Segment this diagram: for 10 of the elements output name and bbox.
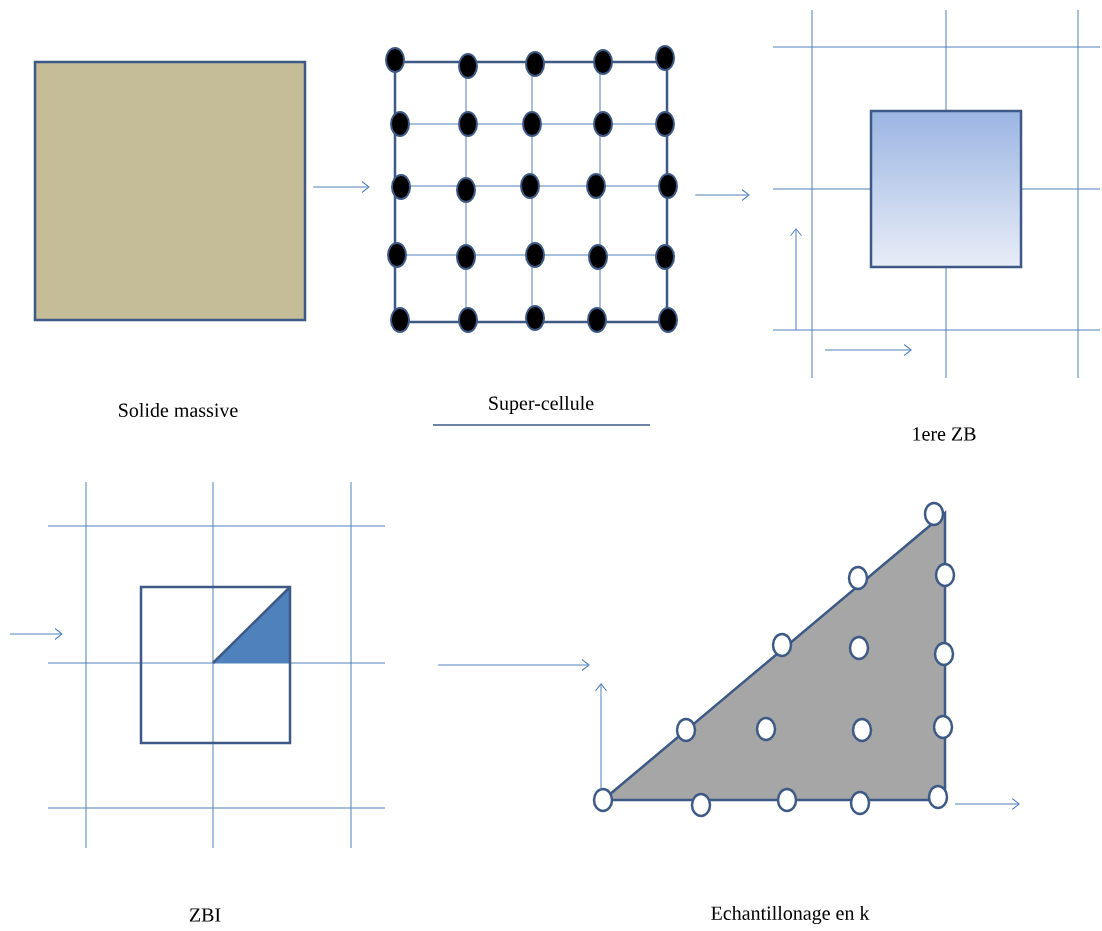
node-label: ZBI <box>189 908 221 922</box>
arrow <box>9 628 63 640</box>
solid-square <box>33 60 307 322</box>
node-label: 1ere ZB <box>913 427 976 441</box>
arrow <box>312 181 370 193</box>
arrow <box>437 659 590 671</box>
node-label: Super-cellule <box>489 395 594 415</box>
caption: Solide massive <box>119 402 238 418</box>
node-label: Echantillonage en k <box>711 905 870 925</box>
arrow <box>694 189 750 201</box>
